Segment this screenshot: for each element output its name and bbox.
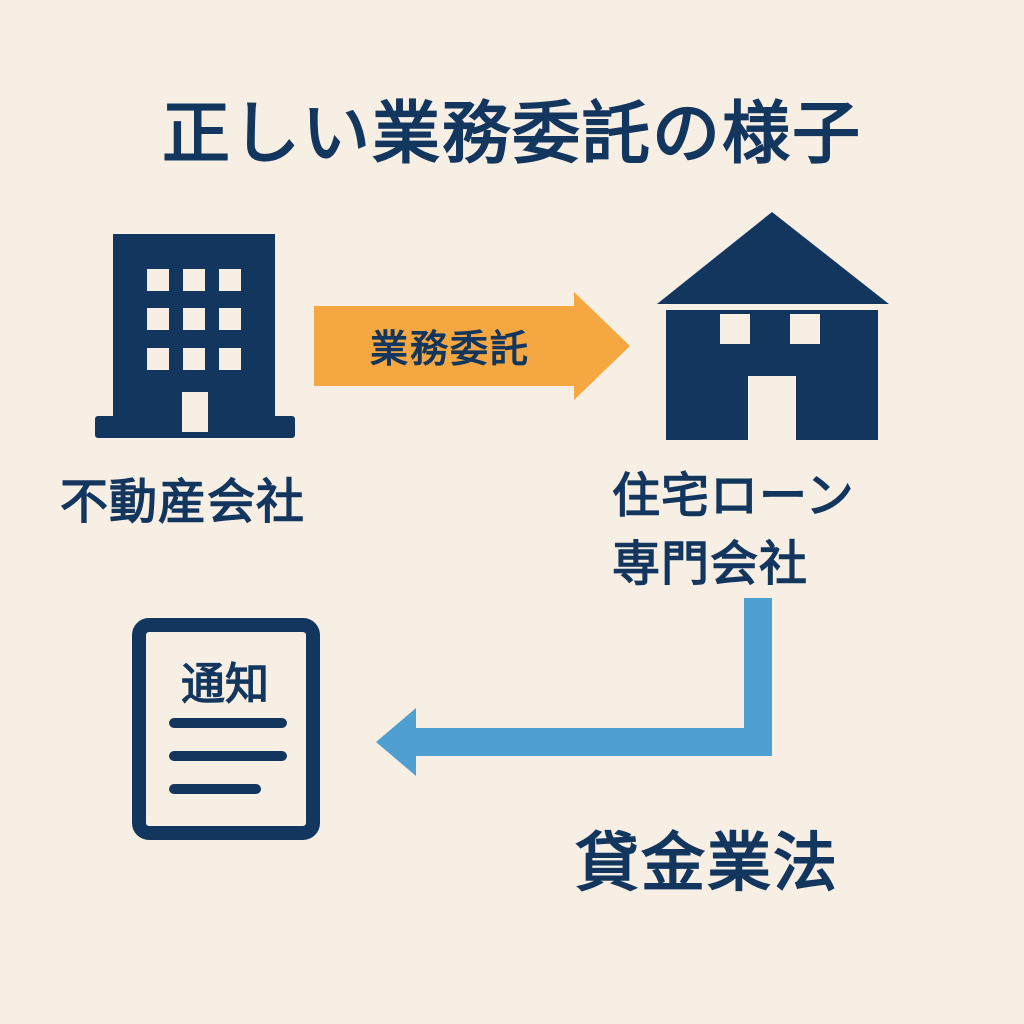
mortgage-company-label: 住宅ローン 専門会社 — [612, 462, 855, 598]
real-estate-company-label: 不動産会社 — [60, 474, 306, 530]
outsourcing-arrow-label: 業務委託 — [369, 327, 530, 371]
outsourcing-arrow — [314, 292, 630, 400]
mortgage-company-label-line1: 住宅ローン — [612, 468, 855, 524]
office-building-icon — [95, 234, 295, 438]
elbow-left-arrow-icon — [376, 598, 772, 776]
diagram-title: 正しい業務委託の様子 — [161, 95, 862, 174]
document-icon — [132, 618, 320, 840]
mortgage-company-label-line2: 専門会社 — [612, 536, 809, 592]
lending-law-label: 貸金業法 — [575, 827, 839, 901]
notice-label: 通知 — [181, 659, 269, 710]
house-icon — [652, 212, 894, 440]
